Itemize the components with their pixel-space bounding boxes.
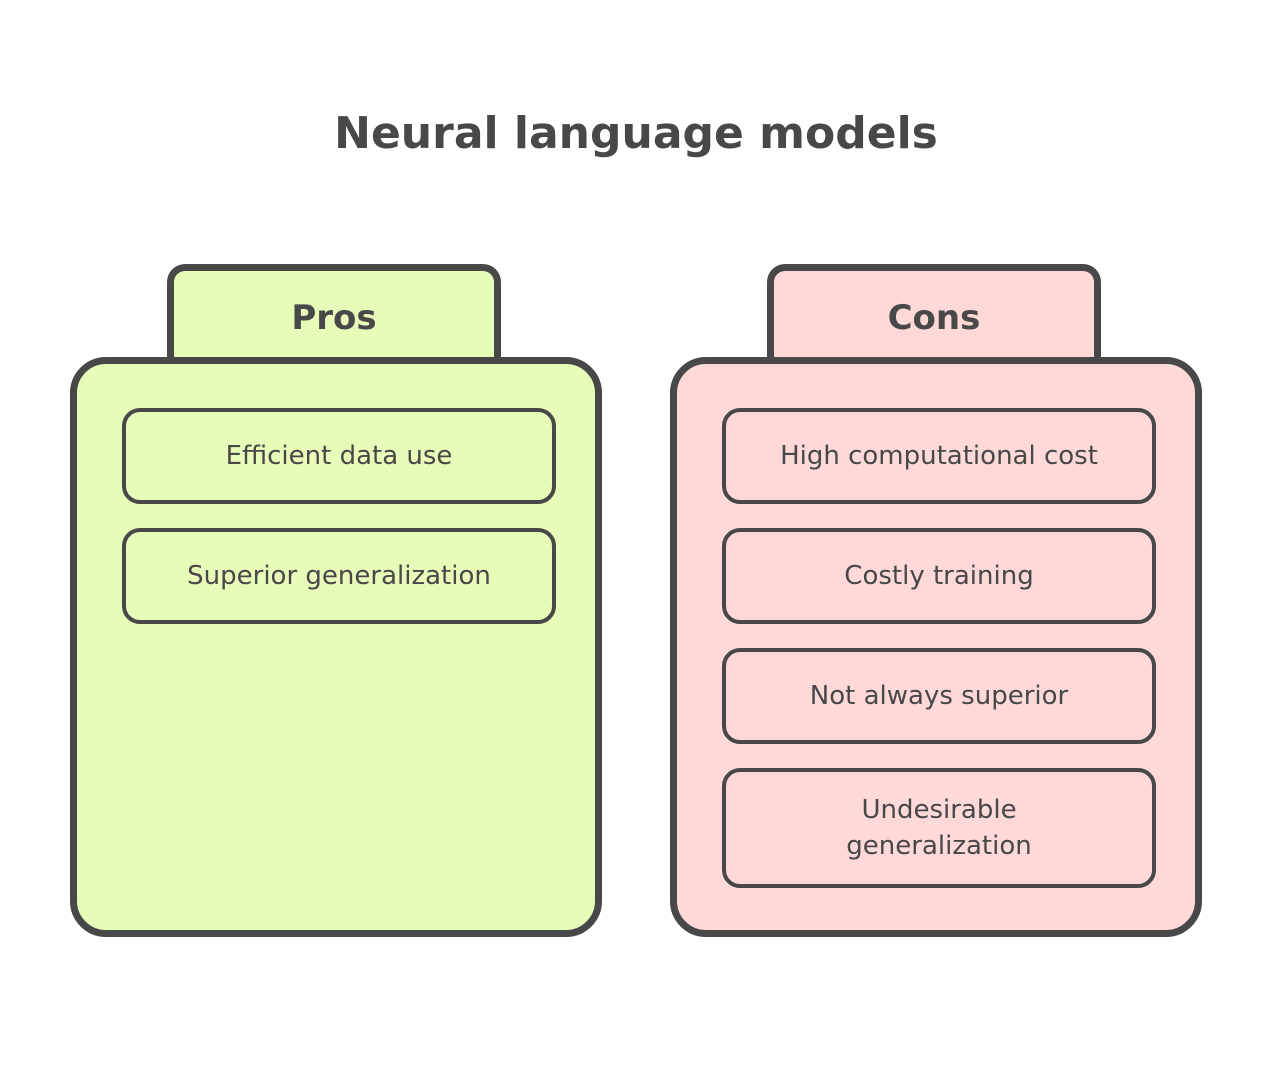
pros-header: Pros xyxy=(167,264,501,364)
cons-item: Not always superior xyxy=(722,648,1156,744)
pros-item: Superior generalization xyxy=(122,528,556,624)
cons-item: High computational cost xyxy=(722,408,1156,504)
cons-item: Undesirable generalization xyxy=(722,768,1156,888)
pros-panel: Efficient data use Superior generalizati… xyxy=(70,357,602,937)
diagram-title: Neural language models xyxy=(334,108,938,159)
cons-header: Cons xyxy=(767,264,1101,364)
cons-item: Costly training xyxy=(722,528,1156,624)
cons-panel: High computational cost Costly training … xyxy=(670,357,1202,937)
pros-item: Efficient data use xyxy=(122,408,556,504)
